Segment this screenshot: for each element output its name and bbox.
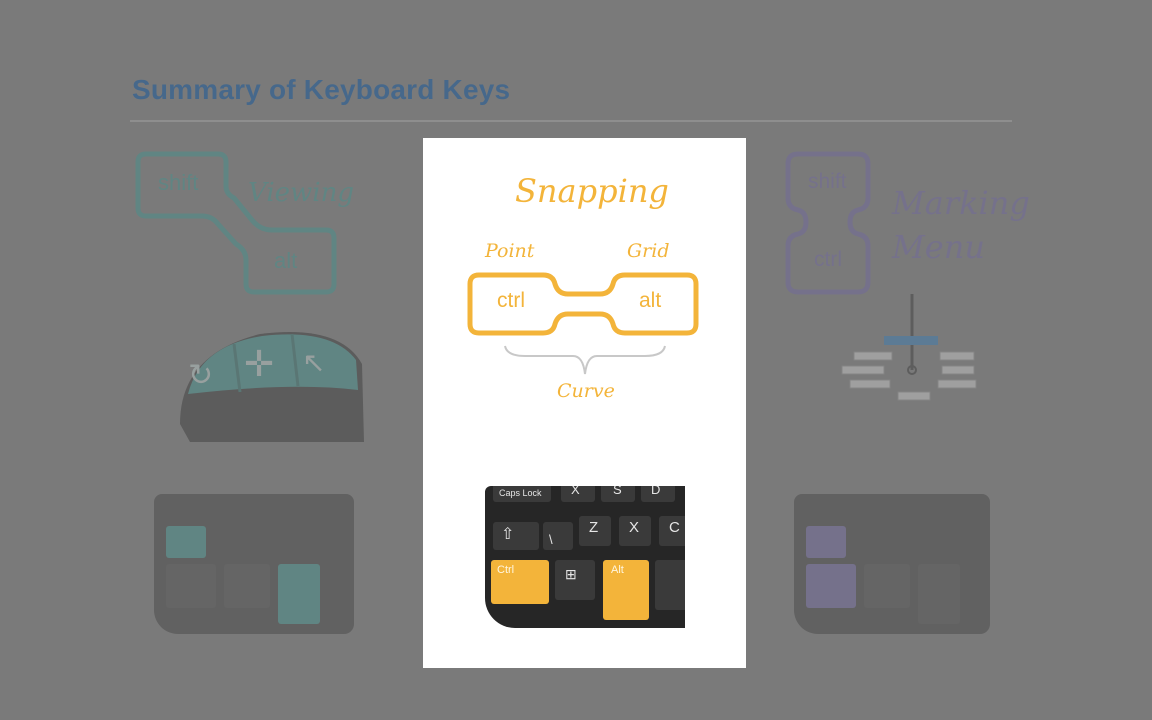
x-key-label: X	[629, 519, 640, 536]
zoom-icon: ↖	[302, 346, 326, 379]
viewing-key-alt: alt	[274, 248, 298, 273]
viewing-keyboard-ctrl-key	[166, 564, 216, 608]
snapping-key-ctrl: ctrl	[497, 289, 525, 312]
c-key-label: C	[669, 519, 680, 536]
marking-menu-keyboard-shift-key	[806, 526, 846, 558]
marking-menu-keyboard-ctrl-key	[806, 564, 856, 608]
marking-menu-key-combo-diagram	[785, 151, 871, 295]
viewing-key-combo-diagram	[135, 151, 337, 295]
marking-menu-keyboard	[794, 494, 990, 634]
mouse-illustration	[180, 332, 364, 442]
windows-key	[555, 560, 595, 600]
pan-icon: ✛	[244, 344, 275, 385]
viewing-key-shift: shift	[158, 170, 199, 195]
snapping-label-point: Point	[485, 240, 535, 262]
z-key-label: Z	[589, 519, 599, 536]
viewing-panel: shift alt Viewing ↻ ✛ ↖	[130, 148, 430, 648]
keyboard-base	[485, 486, 685, 628]
z-key	[579, 516, 611, 546]
caps-lock-key	[493, 486, 551, 502]
marking-menu-key-shift: shift	[808, 170, 847, 193]
snapping-card: Snapping Point Grid ctrl alt Curve Caps …	[423, 138, 746, 668]
snapping-heading: Snapping	[515, 172, 669, 210]
c-key	[659, 516, 685, 546]
orbit-icon: ↻	[188, 358, 214, 393]
key-top-1-label: X	[571, 486, 580, 497]
snapping-label-curve: Curve	[557, 380, 615, 402]
marking-menu-keyboard-win-key	[864, 564, 910, 608]
snapping-keyboard: Caps Lock X S D ⇧ \ Z X C Ctrl ⊞ Alt	[485, 486, 685, 628]
alt-key	[603, 560, 649, 620]
marking-menu-heading-line2: Menu	[892, 228, 985, 266]
backslash-label: \	[549, 532, 553, 547]
x-key	[619, 516, 651, 546]
snapping-label-grid: Grid	[627, 240, 670, 262]
key-top-3-label: D	[651, 486, 661, 497]
ctrl-key-label: Ctrl	[497, 564, 515, 576]
marking-menu-keyboard-alt-key	[918, 564, 960, 624]
title-divider	[130, 120, 1012, 122]
snapping-key-combo-diagram	[467, 272, 699, 336]
slide-title: Summary of Keyboard Keys	[132, 74, 511, 105]
viewing-keyboard	[154, 494, 354, 634]
key-top-1	[561, 486, 595, 502]
alt-key-label: Alt	[611, 564, 624, 576]
viewing-heading: Viewing	[248, 178, 354, 208]
windows-logo-icon: ⊞	[565, 566, 577, 582]
key-top-3	[641, 486, 675, 502]
backslash-key	[543, 522, 573, 550]
shift-key	[493, 522, 539, 550]
snapping-key-alt: alt	[639, 289, 662, 312]
space-key	[655, 560, 685, 610]
key-top-2-label: S	[613, 486, 622, 497]
shift-arrow-icon: ⇧	[501, 526, 515, 543]
viewing-keyboard-shift-key	[166, 526, 206, 558]
caps-lock-label: Caps Lock	[499, 488, 542, 498]
radial-menu-illustration	[841, 294, 977, 401]
ctrl-key	[491, 560, 549, 604]
viewing-keyboard-alt-key	[278, 564, 320, 624]
viewing-keyboard-win-key	[224, 564, 270, 608]
marking-menu-heading-line1: Marking	[892, 184, 1030, 222]
marking-menu-key-ctrl: ctrl	[814, 248, 842, 271]
curve-brace	[504, 345, 666, 375]
key-top-2	[601, 486, 635, 502]
marking-menu-panel: shift ctrl Marking Menu	[784, 148, 1030, 648]
